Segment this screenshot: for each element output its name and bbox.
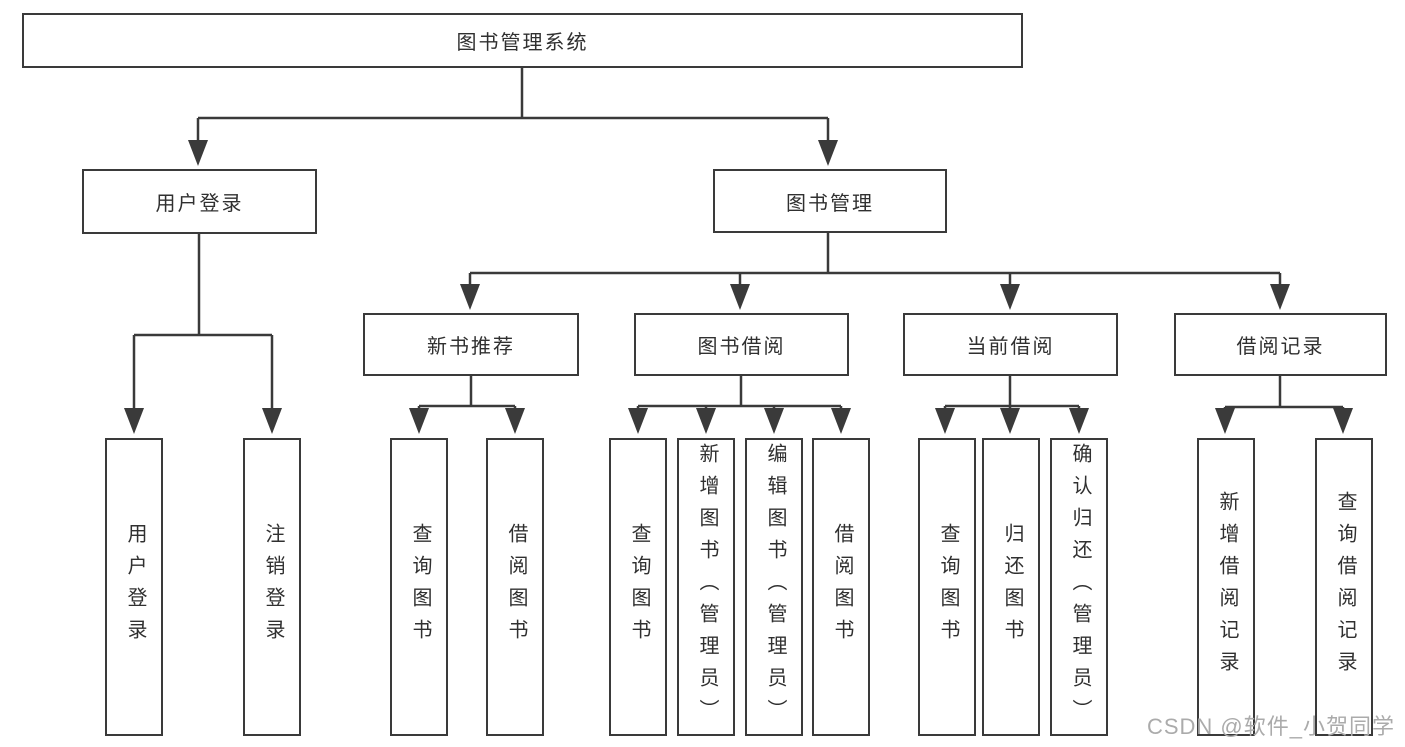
- node-borrow-records: 借阅记录: [1174, 313, 1387, 376]
- connector-new-book-recommend-to-leaves: [409, 376, 525, 434]
- leaf-borrow-books: 借阅图书: [812, 438, 870, 736]
- connector-current-borrow-to-leaves: [935, 376, 1089, 434]
- leaf-query-borrow-record: 查询借阅记录: [1315, 438, 1373, 736]
- node-new-book-recommend: 新书推荐: [363, 313, 579, 376]
- leaf-return-books: 归还图书: [982, 438, 1040, 736]
- connector-root-to-level2: [188, 68, 838, 166]
- leaf-logout: 注销登录: [243, 438, 301, 736]
- connector-book-management-to-level3: [460, 231, 1290, 310]
- node-book-management: 图书管理: [713, 169, 947, 233]
- node-user-login: 用户登录: [82, 169, 317, 234]
- node-current-borrow: 当前借阅: [903, 313, 1118, 376]
- leaf-add-book-admin: 新增图书（管理员）: [677, 438, 735, 736]
- leaf-confirm-return-admin: 确认归还（管理员）: [1050, 438, 1108, 736]
- leaf-user-login: 用户登录: [105, 438, 163, 736]
- leaf-add-borrow-record: 新增借阅记录: [1197, 438, 1255, 736]
- leaf-recommend-query-books: 查询图书: [390, 438, 448, 736]
- watermark: CSDN @软件_小贺同学: [1146, 714, 1395, 739]
- leaf-recommend-borrow-books: 借阅图书: [486, 438, 544, 736]
- node-book-borrow: 图书借阅: [634, 313, 849, 376]
- connector-user-login-to-leaves: [124, 234, 282, 434]
- leaf-edit-book-admin: 编辑图书（管理员）: [745, 438, 803, 736]
- leaf-current-query-books: 查询图书: [918, 438, 976, 736]
- connector-book-borrow-to-leaves: [628, 376, 851, 434]
- connector-borrow-records-to-leaves: [1215, 376, 1353, 434]
- node-root: 图书管理系统: [22, 13, 1023, 68]
- leaf-borrow-query-books: 查询图书: [609, 438, 667, 736]
